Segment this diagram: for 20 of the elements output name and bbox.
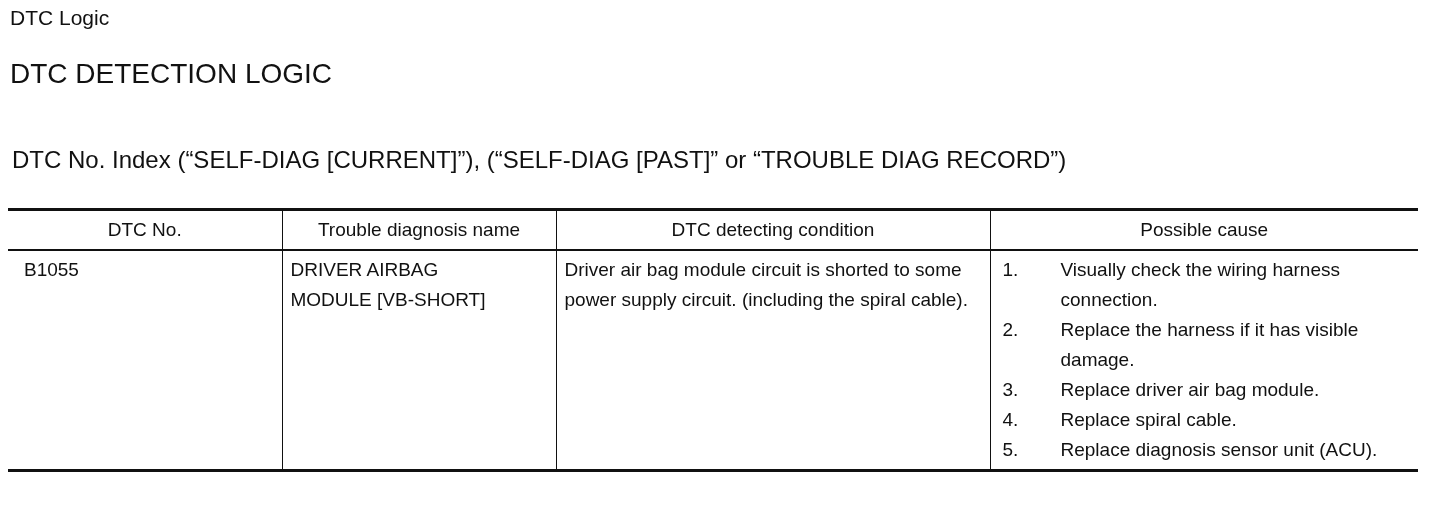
cause-item: Visually check the wiring harness connection. [1060,258,1341,312]
column-header: DTC No. [107,219,182,240]
index-line: DTC No. Index (“SELF-DIAG [CURRENT]”), (“SELF-DIAG [PAST]” or “TROUBLE DIAG RECORD”) [12,146,1067,174]
list-number: 4. [1001,408,1020,432]
diagnosis-name: DRIVER AIRBAG MODULE [VB-SHORT] [290,258,487,312]
cause-item: Replace the harness if it has visible damage. [1060,318,1360,372]
dtc-code: B1055 [24,258,79,282]
column-header: DTC detecting condition [671,219,875,240]
page-title: DTC Logic [10,6,110,30]
column-header: Trouble diagnosis name [317,219,521,240]
column-header: Possible cause [1140,219,1269,240]
cause-item: Replace driver air bag module. [1060,378,1320,402]
list-number: 2. [1001,318,1020,342]
list-number: 5. [1001,438,1020,462]
cause-item: Replace diagnosis sensor unit (ACU). [1060,438,1378,462]
list-number: 1. [1001,258,1020,282]
list-number: 3. [1001,378,1020,402]
section-heading: DTC DETECTION LOGIC [10,58,332,90]
cause-item: Replace spiral cable. [1060,408,1237,432]
detecting-condition: Driver air bag module circuit is shorted to some power supply circuit. (including the spiral cable). [564,258,969,312]
